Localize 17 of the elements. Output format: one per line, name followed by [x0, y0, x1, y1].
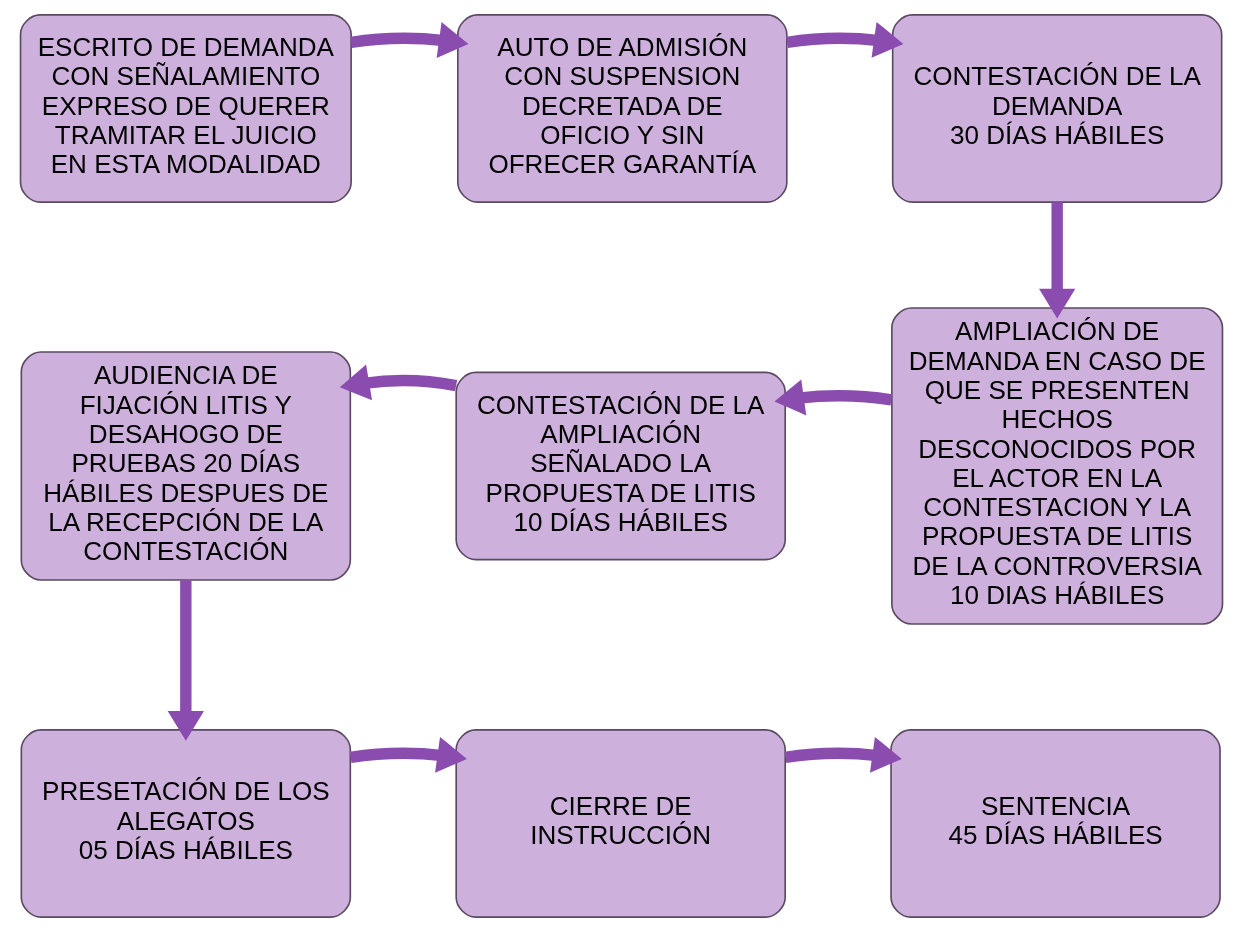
node-box: CONTESTACIÓN DE LA AMPLIACIÓN SEÑALADO LA PROPUESTA DE LITIS 10 DÍAS HÁBILES — [454, 371, 786, 561]
arrow — [1038, 202, 1075, 319]
node-box: SENTENCIA 45 DÍAS HÁBILES — [889, 729, 1221, 918]
node-box: AUDIENCIA DE FIJACIÓN LITIS Y DESAHOGO DE PRUEBAS 20 DÍAS HÁBILES DESPUES DE LA RECEPCIÓN DE LA CONTESTACIÓN — [20, 351, 351, 581]
arrow — [784, 736, 902, 773]
node-box: PRESETACIÓN DE LOS ALEGATOS 05 DÍAS HÁBILES — [20, 729, 351, 918]
arrow — [349, 736, 467, 773]
arrow — [339, 364, 457, 401]
node-box: AUTO DE ADMISIÓN CON SUSPENSION DECRETADA DE OFICIO Y SIN OFRECER GARANTÍA — [456, 14, 788, 203]
arrow — [785, 21, 903, 58]
node-box: AMPLIACIÓN DE DEMANDA EN CASO DE QUE SE PRESENTEN HECHOS DESCONOCIDOS POR EL ACTOR EN LA CONTESTACION Y LA PROPUESTA DE LITIS DE LA CONTROVERSIA 10 DIAS HÁBILES — [890, 307, 1223, 625]
arrow — [167, 580, 204, 741]
node-box: CONTESTACIÓN DE LA DEMANDA 30 DÍAS HÁBILES — [891, 14, 1222, 203]
arrow — [773, 379, 892, 416]
node-box: ESCRITO DE DEMANDA CON SEÑALAMIENTO EXPRESO DE QUERER TRAMITAR EL JUICIO EN ESTA MODALIDAD — [19, 14, 352, 203]
arrow — [349, 21, 468, 58]
node-box: CIERRE DE INSTRUCCIÓN — [454, 729, 786, 918]
